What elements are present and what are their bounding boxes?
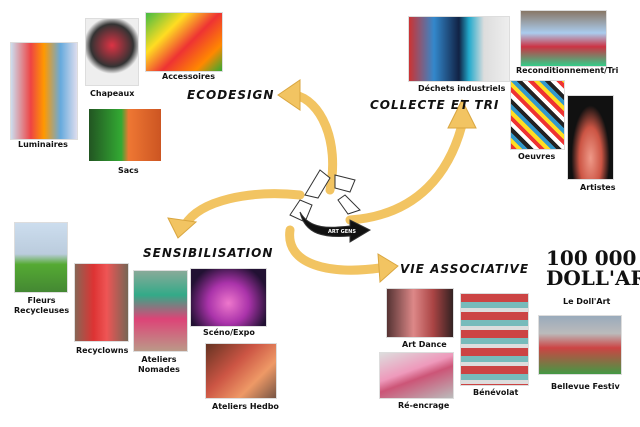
- photo-sacs: [88, 108, 162, 162]
- label-dechets-industriels: Déchets industriels: [418, 84, 506, 93]
- label-ateliers-nomades: Ateliers Nomades: [138, 355, 180, 374]
- photo-sceno-expo: [190, 268, 267, 327]
- photo-oeuvres: [510, 80, 565, 150]
- photo-fleurs-recycleuses: [14, 222, 68, 293]
- label-accessoires: Accessoires: [162, 72, 215, 81]
- label-artistes: Artistes: [580, 183, 616, 192]
- heading-collecte: COLLECTE ET TRI: [370, 98, 500, 112]
- arrowhead-sensibilisation: [167, 217, 198, 239]
- photo-dechets-industriels: [408, 16, 510, 82]
- label-benevolat: Bénévolat: [473, 388, 519, 397]
- label-recyclowns: Recyclowns: [76, 346, 129, 355]
- arrowhead-ecodesign: [277, 79, 301, 111]
- arrowhead-collecte: [447, 98, 477, 129]
- arrow-sensibilisation: [180, 189, 305, 230]
- dollart-logo: 100 000 DOLL'ART: [546, 246, 640, 290]
- photo-re-encrage: [379, 352, 454, 399]
- heading-sensibilisation: SENSIBILISATION: [143, 246, 274, 260]
- label-art-dance: Art Dance: [402, 340, 447, 349]
- photo-recyclowns: [74, 263, 129, 342]
- center-logo-text: ART GENS: [328, 229, 356, 235]
- label-sacs: Sacs: [118, 166, 139, 175]
- label-luminaires: Luminaires: [18, 140, 68, 149]
- arrow-collecte: [345, 120, 467, 225]
- label-bellevue-festival: Bellevue Festiv: [551, 382, 620, 391]
- arrow-ecodesign: [290, 90, 338, 195]
- photo-benevolat: [460, 293, 529, 386]
- heading-ecodesign: ECODESIGN: [187, 88, 275, 102]
- photo-accessoires: [145, 12, 223, 72]
- label-chapeaux: Chapeaux: [90, 89, 135, 98]
- label-re-encrage: Ré-encrage: [398, 401, 450, 410]
- label-ateliers-hedbo: Ateliers Hedbo: [212, 402, 279, 411]
- label-sceno-expo: Scéno/Expo: [203, 328, 255, 337]
- photo-artistes: [567, 95, 614, 180]
- label-reconditionnement: Reconditionnement/Tri: [516, 66, 619, 75]
- center-swirl-icon: [289, 169, 372, 243]
- photo-reconditionnement: [520, 10, 607, 67]
- arrowhead-vie: [377, 253, 399, 284]
- label-oeuvres: Oeuvres: [518, 152, 556, 161]
- photo-bellevue-festival: [538, 315, 622, 375]
- arrow-vie: [285, 225, 385, 275]
- label-le-dollart: Le Doll'Art: [563, 297, 611, 306]
- photo-chapeaux: [85, 18, 139, 86]
- heading-vie-associative: VIE ASSOCIATIVE: [400, 262, 530, 276]
- photo-luminaires: [10, 42, 78, 140]
- photo-ateliers-hedbo: [205, 343, 277, 399]
- photo-art-dance: [386, 288, 454, 338]
- label-fleurs-recycleuses: Fleurs Recycleuses: [14, 296, 70, 315]
- photo-ateliers-nomades: [133, 270, 188, 352]
